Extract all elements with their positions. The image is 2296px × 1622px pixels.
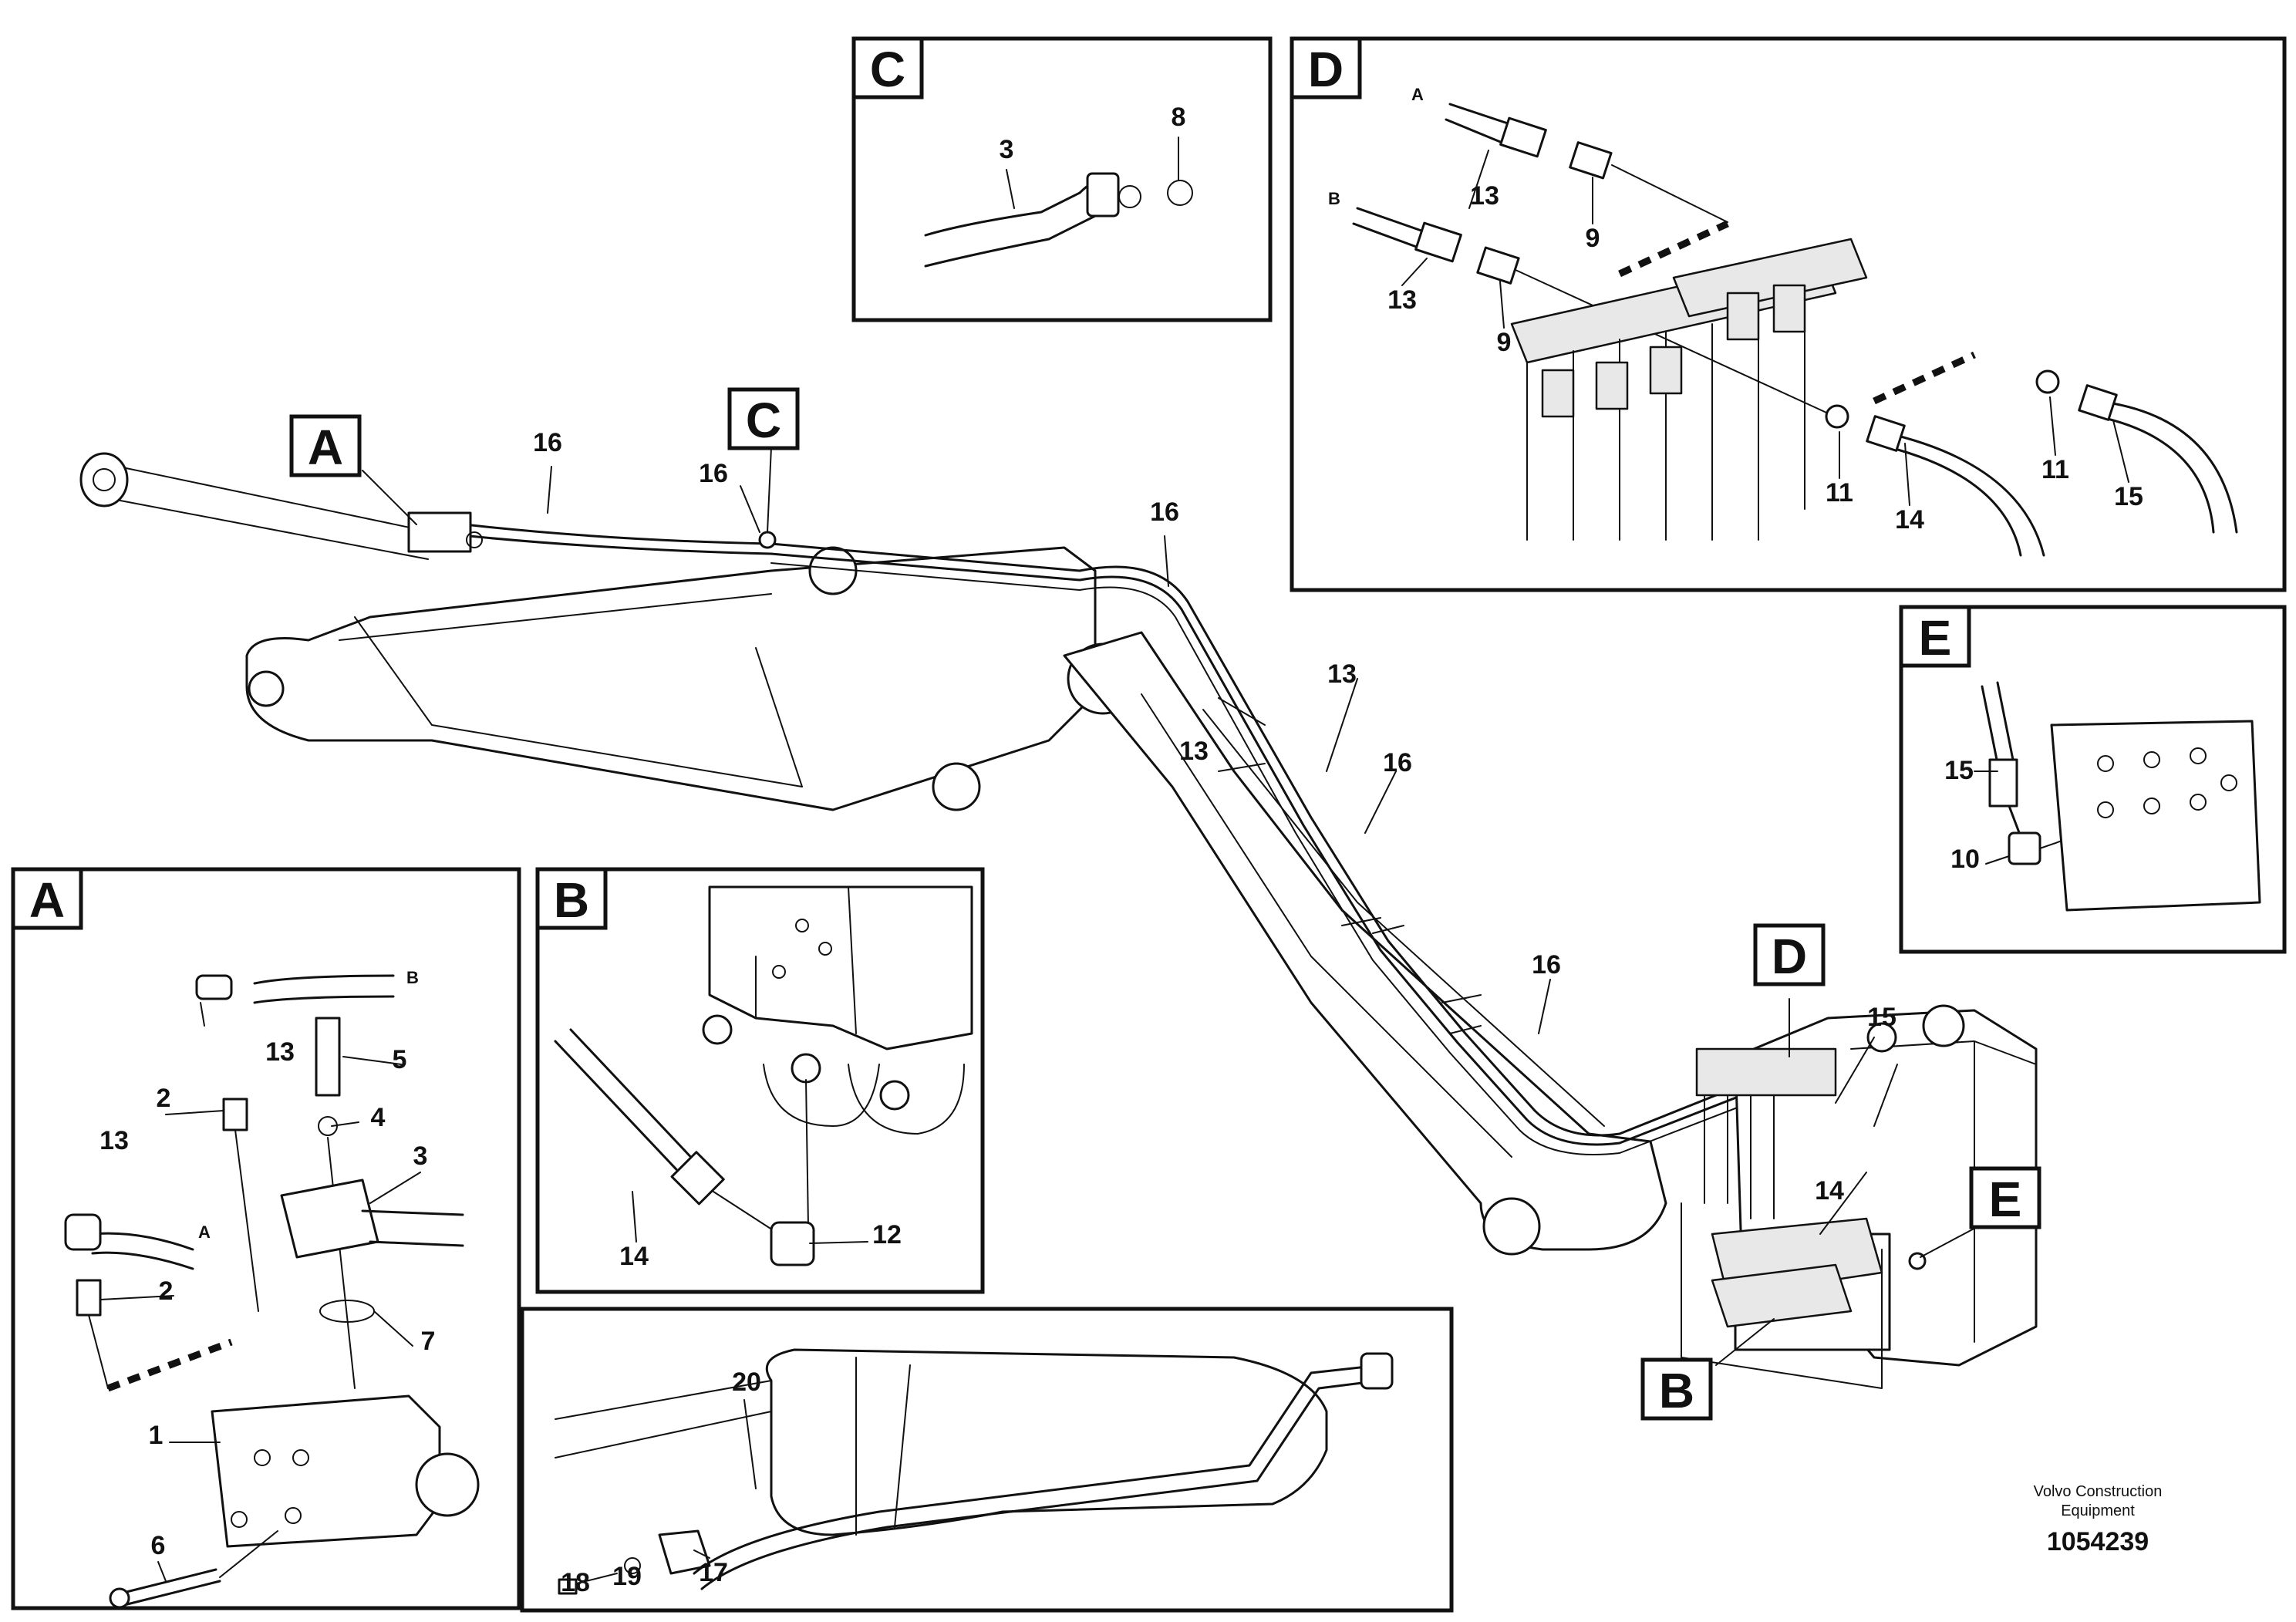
detail-b-panel — [535, 867, 985, 1294]
callout-11: 11 — [2041, 455, 2069, 484]
detail-tag-c-main[interactable]: C — [727, 387, 800, 450]
callout-14: 14 — [1815, 1176, 1844, 1206]
callout-16: 16 — [1150, 497, 1179, 527]
callout-13: 13 — [1387, 285, 1417, 315]
detail-e-panel — [1899, 605, 2287, 954]
callout-1: 1 — [149, 1421, 164, 1450]
callout-15: 15 — [2114, 482, 2143, 511]
svg-text:E: E — [1919, 610, 1952, 666]
callout-16: 16 — [533, 428, 562, 457]
detail-tag-d-main[interactable]: D — [1753, 923, 1826, 986]
callout-12: 12 — [872, 1220, 902, 1249]
callout-14: 14 — [1895, 505, 1924, 534]
callout-5: 5 — [393, 1045, 407, 1074]
main-assembly-drawing — [79, 452, 2038, 1389]
svg-text:A: A — [29, 872, 65, 928]
callout-6: 6 — [151, 1531, 166, 1560]
callout-13: 13 — [1470, 181, 1499, 211]
brand-line-2: Equipment — [2061, 1502, 2135, 1519]
hose-end-b-label: B — [406, 968, 419, 987]
detail-tag-e-panel: E — [1899, 605, 1971, 668]
callout-4: 4 — [371, 1103, 386, 1132]
detail-tag-b-panel: B — [535, 867, 608, 930]
hose-end-b-label: B — [1328, 189, 1340, 208]
callout-2: 2 — [159, 1276, 174, 1306]
svg-text:D: D — [1308, 42, 1344, 97]
detail-d-panel — [1290, 36, 2287, 592]
detail-tag-c-panel: C — [851, 36, 924, 99]
callout-10: 10 — [1950, 845, 1980, 874]
callout-15: 15 — [1944, 756, 1974, 785]
svg-text:D: D — [1772, 929, 1807, 984]
detail-tag-e-main[interactable]: E — [1969, 1166, 2041, 1229]
svg-text:A: A — [308, 420, 343, 475]
detail-tag-a-panel: A — [11, 867, 83, 930]
callout-13: 13 — [1179, 737, 1209, 766]
callout-13: 13 — [99, 1126, 129, 1155]
callout-7: 7 — [421, 1327, 436, 1356]
detail-bottom-panel — [520, 1307, 1454, 1613]
callout-2: 2 — [157, 1084, 171, 1113]
callout-14: 14 — [619, 1242, 649, 1271]
valve-and-tank-drawing — [1681, 1004, 2038, 1389]
callout-15: 15 — [1867, 1003, 1896, 1032]
leader-lines — [362, 447, 1979, 1366]
callout-17: 17 — [699, 1558, 728, 1587]
svg-text:B: B — [554, 872, 589, 928]
callout-9: 9 — [1586, 224, 1600, 253]
detail-tag-d-panel: D — [1290, 36, 1362, 99]
callout-19: 19 — [612, 1562, 642, 1591]
callout-9: 9 — [1497, 328, 1512, 357]
svg-text:E: E — [1989, 1172, 2022, 1227]
hose-end-a-label: A — [1411, 85, 1424, 104]
callout-16: 16 — [699, 459, 728, 488]
svg-text:C: C — [870, 42, 905, 97]
callout-13: 13 — [1327, 659, 1357, 689]
callout-3: 3 — [413, 1141, 428, 1171]
callout-16: 16 — [1532, 950, 1561, 980]
callout-8: 8 — [1172, 103, 1186, 132]
callout-3: 3 — [1000, 135, 1014, 164]
detail-tag-a-main[interactable]: A — [289, 414, 362, 477]
brand-line-1: Volvo Construction — [2034, 1483, 2163, 1500]
svg-text:B: B — [1659, 1363, 1694, 1418]
callout-11: 11 — [1826, 478, 1853, 508]
detail-leaders — [99, 150, 2129, 1582]
svg-text:C: C — [746, 393, 781, 448]
callout-13: 13 — [265, 1037, 295, 1067]
callout-18: 18 — [561, 1568, 590, 1597]
detail-a-panel — [11, 867, 521, 1610]
hose-end-a-label: A — [198, 1222, 211, 1242]
callout-16: 16 — [1383, 748, 1412, 777]
callout-20: 20 — [732, 1367, 761, 1397]
detail-tag-b-main[interactable]: B — [1640, 1357, 1713, 1421]
figure-number: 1054239 — [2047, 1527, 2149, 1556]
